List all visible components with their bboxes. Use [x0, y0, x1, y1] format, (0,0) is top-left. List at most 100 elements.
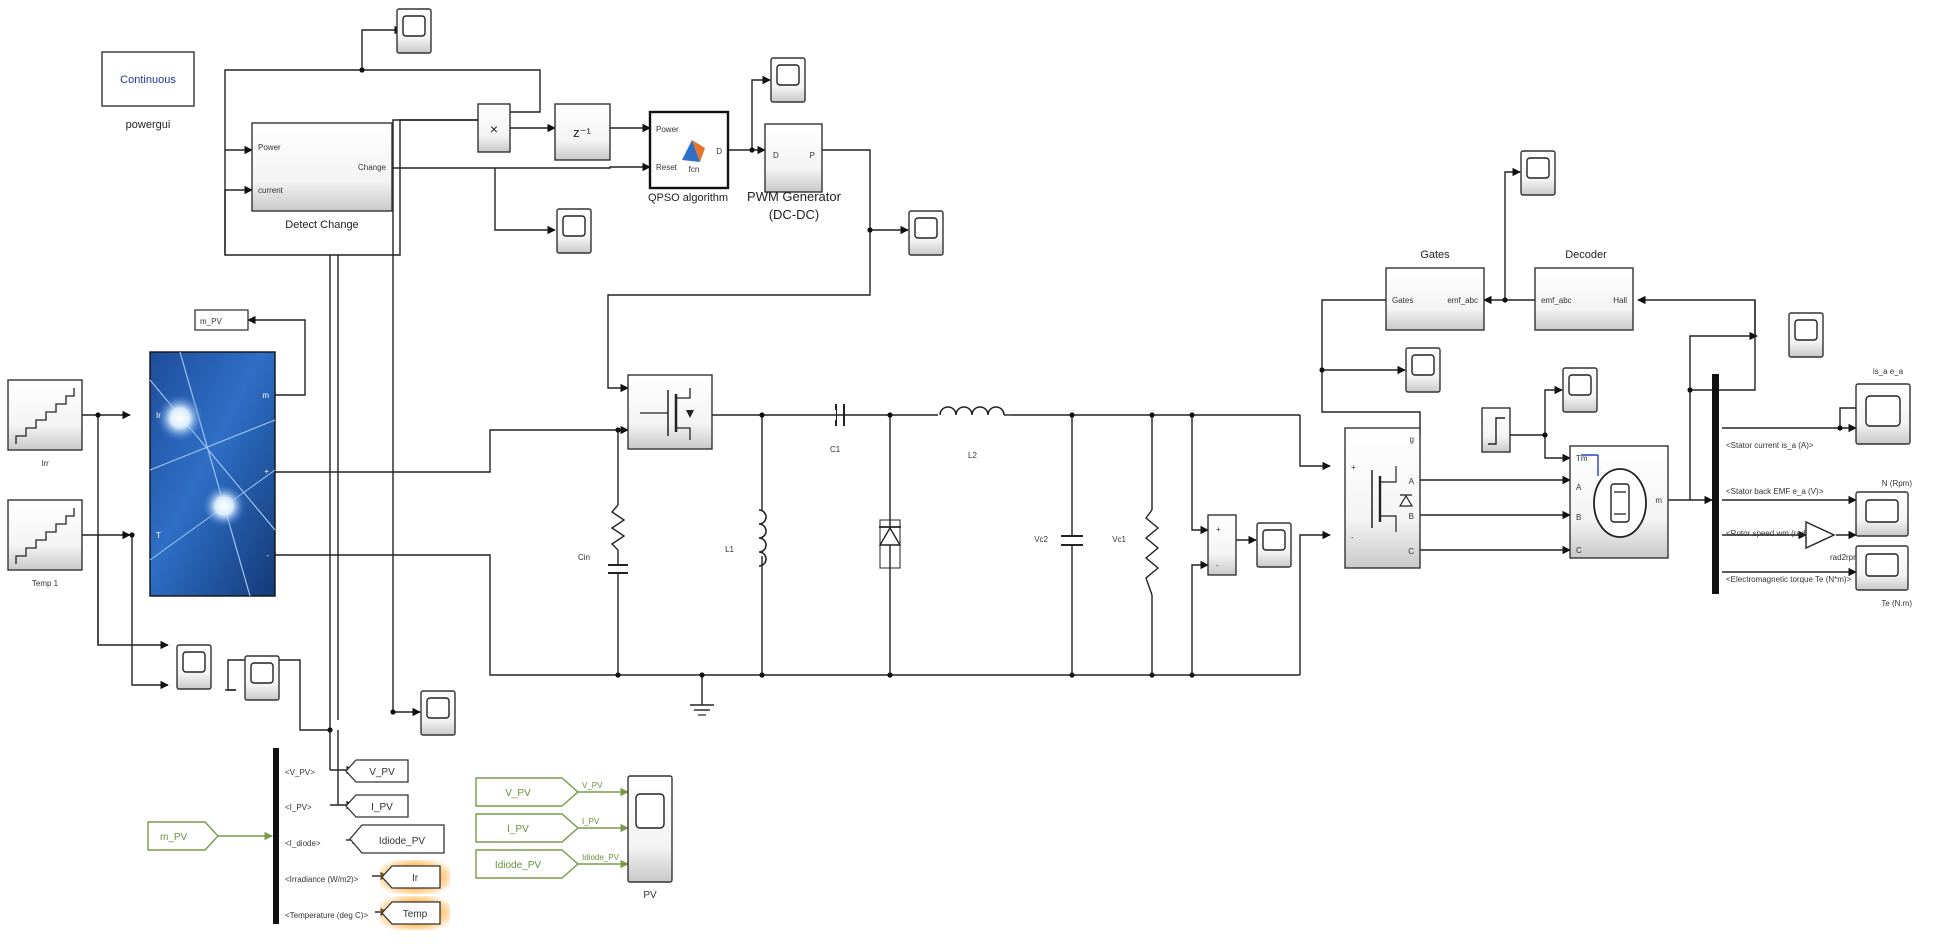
pv-sun-glare-icon-2 [202, 484, 246, 528]
gates-block[interactable]: Gates Gates emf_abc [1385, 249, 1485, 331]
pv-sun-glare-icon [156, 394, 204, 442]
pwm-port-p: P [810, 151, 815, 160]
inverter-block[interactable]: g + - A B C [1344, 427, 1421, 569]
from-i-pv[interactable]: I_PV I_PV [475, 813, 629, 843]
unit-delay-block[interactable]: z⁻¹ [554, 103, 611, 161]
scope-n-rpm[interactable]: N (Rpm) [1855, 479, 1912, 537]
pwm-generator-block[interactable]: D P PWM Generator (DC-DC) [747, 123, 842, 222]
detect-change-block[interactable]: Power current Change Detect Change [251, 122, 393, 231]
pv-bus-selector-bar[interactable] [273, 748, 279, 924]
pv-scope-block[interactable]: PV [627, 775, 673, 901]
rad2rpm-gain-block[interactable]: rad2rpm [1805, 520, 1860, 562]
ground-icon [690, 704, 714, 716]
c1-label: C1 [830, 445, 841, 454]
goto-idiode-pv[interactable]: Idiode_PV [349, 824, 445, 854]
scope-gates[interactable] [1405, 347, 1441, 393]
svg-text:emf_abc: emf_abc [1447, 296, 1478, 305]
from-tags-pv: V_PV V_PV I_PV I_PV Idiode_PV Idiode_PV [475, 777, 629, 879]
unit-delay-symbol: z⁻¹ [573, 125, 591, 140]
scope-qpso[interactable] [770, 57, 806, 103]
diode-component[interactable] [878, 500, 902, 570]
matlab-icon-accent [692, 140, 705, 162]
voltage-measurement-block[interactable]: + - [1207, 514, 1237, 576]
scope-isa-ea[interactable]: is_a e_a [1855, 367, 1911, 445]
scope-pwm[interactable] [908, 210, 944, 256]
pwm-caption-1: PWM Generator [747, 189, 842, 204]
goto-temp[interactable]: Temp [380, 896, 450, 930]
scope-vout[interactable] [1256, 522, 1292, 568]
svg-text:Gates: Gates [1392, 296, 1413, 305]
bus-signal-4: <Temperature (deg C)> [285, 911, 368, 920]
goto-m-pv-label: m_PV [200, 317, 222, 326]
svg-text:Hall: Hall [1613, 296, 1627, 305]
scope-pv-3[interactable] [420, 690, 456, 736]
pwm-port-d: D [773, 151, 779, 160]
l1-component[interactable]: L1 [725, 509, 767, 567]
qpso-port-power: Power [656, 125, 679, 134]
l2-label: L2 [968, 451, 977, 460]
cin-label: Cin [578, 553, 590, 562]
goto-m-pv-tag[interactable]: m_PV [194, 309, 249, 331]
goto-v-pv[interactable]: V_PV [345, 759, 409, 783]
svg-text:Idiode_PV: Idiode_PV [582, 853, 620, 862]
svg-text:V_PV: V_PV [505, 788, 531, 799]
scope-hall[interactable] [1788, 312, 1824, 358]
pv-bus-wires [329, 730, 389, 917]
bus-signal-1: <I_PV> [285, 803, 312, 812]
scope-detect-change[interactable] [396, 8, 432, 54]
pwm-caption-2: (DC-DC) [769, 207, 820, 222]
svg-text:<Stator current is_a (A)>: <Stator current is_a (A)> [1726, 441, 1814, 450]
from-idiode-pv[interactable]: Idiode_PV Idiode_PV [475, 849, 629, 879]
svg-text:+: + [1351, 463, 1356, 472]
svg-text:A: A [1409, 477, 1415, 486]
signal-wires [82, 25, 1857, 731]
svg-text:+: + [1216, 525, 1221, 534]
scope-pv-inputs[interactable] [176, 643, 212, 691]
svg-text:V_PV: V_PV [582, 781, 603, 790]
vc2-component[interactable]: Vc2 [1034, 520, 1083, 560]
scope-delay[interactable] [556, 208, 592, 254]
pv-array-block[interactable]: m + - Ir T [149, 351, 276, 597]
mosfet-block[interactable] [627, 374, 713, 450]
bus-signal-0: <V_PV> [285, 768, 315, 777]
l1-label: L1 [725, 545, 734, 554]
pv-port-ir: Ir [156, 411, 161, 420]
scope-pv-2[interactable] [244, 655, 280, 701]
svg-text:PV: PV [643, 890, 657, 901]
irradiance-ramp-caption: Irr [41, 459, 49, 468]
detect-change-caption: Detect Change [285, 219, 358, 231]
svg-text:rad2rpm: rad2rpm [1830, 553, 1860, 562]
scope-te[interactable]: Te (N.m) [1855, 545, 1912, 608]
detect-change-port-change: Change [358, 163, 387, 172]
pv-port-minus: - [266, 551, 269, 560]
scope-step[interactable] [1562, 367, 1598, 413]
product-block[interactable]: × [477, 103, 511, 153]
goto-ir[interactable]: Ir [380, 860, 450, 894]
svg-text:<Stator back EMF e_a (V)>: <Stator back EMF e_a (V)> [1726, 487, 1824, 496]
vc1-component[interactable]: Vc1 [1112, 509, 1160, 596]
c1-component[interactable]: C1 [790, 404, 845, 454]
svg-text:Decoder: Decoder [1565, 249, 1607, 261]
irradiance-ramp-block[interactable]: Irr [7, 379, 83, 468]
motor-bus-selector-bar[interactable] [1712, 374, 1719, 594]
goto-i-pv[interactable]: I_PV [345, 794, 409, 818]
from-v-pv[interactable]: V_PV V_PV [475, 777, 629, 807]
l2-component[interactable]: L2 [938, 405, 1012, 460]
svg-text:B: B [1409, 512, 1414, 521]
svg-text:g: g [1410, 435, 1414, 444]
qpso-block[interactable]: Power Reset D fcn QPSO algorithm [648, 110, 730, 204]
svg-text:<Rotor speed wm (rad/s)>: <Rotor speed wm (rad/s)> [1726, 529, 1819, 538]
from-m-pv-tag[interactable]: m_PV [147, 821, 273, 851]
powergui-block[interactable]: Continuous powergui [101, 51, 195, 131]
scope-decoder[interactable] [1520, 150, 1556, 196]
step-block[interactable] [1481, 407, 1511, 453]
svg-text:-: - [1216, 561, 1219, 570]
vc2-label: Vc2 [1034, 535, 1048, 544]
temperature-ramp-block[interactable]: Temp 1 [7, 499, 83, 588]
cin-component[interactable]: Cin [578, 504, 628, 590]
svg-text:Idiode_PV: Idiode_PV [495, 860, 541, 871]
svg-text:B: B [1576, 513, 1581, 522]
bldc-motor-block[interactable]: Tm A B C m [1569, 445, 1669, 559]
decoder-block[interactable]: Decoder emf_abc Hall [1534, 249, 1634, 331]
